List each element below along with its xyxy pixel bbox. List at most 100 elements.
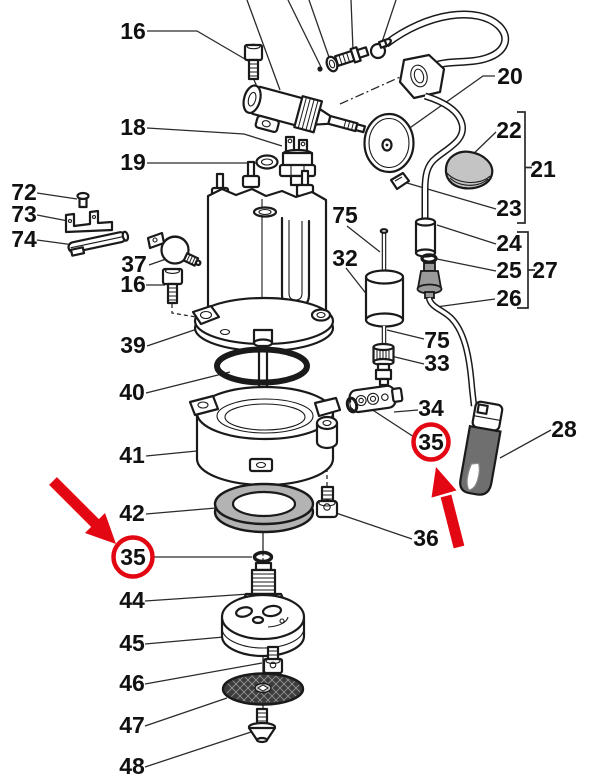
part-label-39: 39 [120,332,146,358]
leader-20 [389,75,495,143]
leader-40 [145,371,231,394]
part-label-35-circled-right: 35 [418,429,444,455]
manifold-block-34 [348,384,404,414]
part-label-21: 21 [530,156,556,182]
screw-46 [262,645,284,675]
leader-24 [436,224,497,245]
hose-clamp [369,38,388,60]
leader-32 [345,267,369,297]
red-arrow-left-head [85,513,116,544]
o-ring-25 [420,253,438,264]
handle-28 [459,400,504,496]
part-label-75-mid: 75 [424,327,450,353]
parts-layer [64,10,510,744]
flex-tube [380,10,510,70]
leader-42 [145,507,217,515]
leader-18 [146,127,283,147]
part-label-45: 45 [119,630,145,656]
red-arrow-right-shaft [440,494,465,549]
screw16b-dashed-guide [171,304,197,318]
part-label-72: 72 [11,179,37,205]
leader-45 [144,636,225,645]
o-ring-40 [214,346,310,386]
knurled-nut-33 [372,342,395,387]
part-label-23: 23 [496,195,522,221]
part-label-34: 34 [418,395,444,421]
red-arrow-right-head [431,467,457,498]
leader-28 [499,429,552,459]
leader-73 [36,214,69,222]
steam-valve-body [242,84,367,134]
steam-wand-tube [421,92,467,222]
screw-48 [247,707,277,744]
leader-35-right [367,406,415,438]
part-label-41: 41 [119,442,145,468]
highlight-circle-left [111,535,155,579]
part-label-19: 19 [120,149,146,175]
leader-75-upper [346,225,381,253]
knob-disc-20 [363,112,415,174]
boiler-flange-39 [191,296,335,410]
part-label-27: 27 [532,257,558,283]
part-label-36: 36 [413,525,439,551]
part-label-16-top: 16 [120,18,146,44]
leader-75-mid [386,329,425,340]
part-label-74: 74 [11,226,37,252]
leader-36 [335,512,413,540]
part-label-25: 25 [496,257,522,283]
clip-23 [389,171,411,191]
leader-offscreen-2 [287,0,322,68]
part-label-40: 40 [119,379,145,405]
leader-25 [436,258,497,272]
group-brackets [517,111,535,309]
part-label-42: 42 [119,500,145,526]
part-label-44: 44 [119,587,145,613]
ball-part [317,66,323,72]
highlight-circle-right [411,422,451,462]
screw-16-top [243,43,264,81]
leader-offscreen-1 [246,0,281,91]
leader-34 [393,409,419,413]
red-arrow-left-shaft [49,477,100,528]
o-ring-35-lower [252,550,274,564]
part-label-73: 73 [11,201,37,227]
leader-offscreen-4 [350,0,354,51]
part-label-75-upper: 75 [332,202,358,228]
part-label-35-circled-left: 35 [120,544,146,570]
thermostat-37 [146,231,202,267]
leader-33 [390,355,425,365]
leader-74 [36,239,75,246]
o-ring-19 [255,154,279,170]
nozzle-26 [416,262,443,299]
part-label-22: 22 [496,117,522,143]
part-label-46: 46 [119,670,145,696]
part-label-33: 33 [424,350,450,376]
leader-46 [144,662,263,685]
cylinder-32 [364,269,405,328]
part-label-32: 32 [332,245,358,271]
tube-75-upper [379,228,389,277]
part-label-26: 26 [496,285,522,311]
red-annotations [49,422,465,579]
leader-48 [144,730,255,768]
boiler-body-39-block [206,187,328,323]
part-label-28: 28 [551,416,577,442]
knob-cover-22 [444,150,494,190]
part-label-48: 48 [119,753,145,779]
leader-47 [144,697,228,727]
leader-offscreen-5 [380,0,397,46]
part-label-37: 37 [121,251,147,277]
nipple-fitting [333,46,370,67]
part-label-47: 47 [119,712,145,738]
leader-44 [144,593,250,602]
knob-cover-shell [444,150,494,190]
handle-grip [459,424,502,496]
screw-16-lower [161,267,184,305]
leader-26 [435,298,496,308]
leader-16-top [147,30,251,63]
part-label-16-lower: 16 [120,271,146,297]
steam-pipe-nut [398,53,446,100]
steam-pipe-26 [425,296,478,407]
brew-group-41 [188,385,342,487]
